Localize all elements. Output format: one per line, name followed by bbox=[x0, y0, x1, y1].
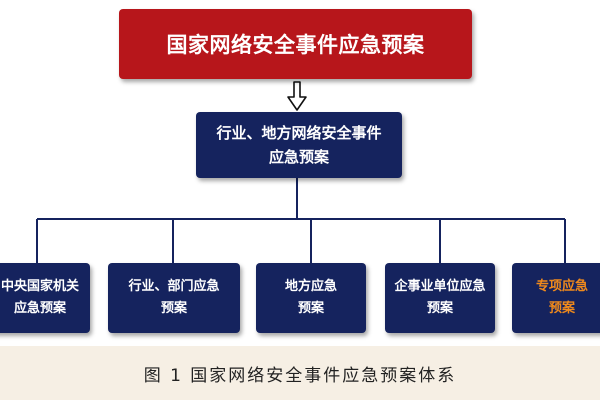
leaf-label-line1: 企事业单位应急 bbox=[394, 279, 486, 294]
enterprise-plan-box: 企事业单位应急 预案 bbox=[385, 263, 495, 333]
national-plan-label: 国家网络安全事件应急预案 bbox=[166, 33, 425, 57]
leaf-label-line2: 预案 bbox=[426, 301, 453, 316]
industry-local-plan-line2: 应急预案 bbox=[268, 148, 329, 166]
industry-local-plan-line1: 行业、地方网络安全事件 bbox=[216, 124, 382, 142]
local-plan-box: 地方应急 预案 bbox=[256, 263, 366, 333]
leaf-label-line2: 预案 bbox=[160, 301, 187, 316]
down-arrow-icon bbox=[287, 81, 307, 111]
leaf-label-line2: 预案 bbox=[297, 301, 324, 316]
industry-department-plan-box: 行业、部门应急 预案 bbox=[108, 263, 240, 333]
leaf-label-line2: 预案 bbox=[548, 301, 575, 316]
central-agency-plan-box: 中央国家机关 应急预案 bbox=[0, 263, 90, 333]
leaf-label-line2: 应急预案 bbox=[13, 301, 66, 316]
special-plan-box: 专项应急 预案 bbox=[512, 263, 600, 333]
caption-band bbox=[0, 346, 600, 400]
national-plan-box: 国家网络安全事件应急预案 bbox=[119, 9, 472, 79]
figure-caption: 图 1 国家网络安全事件应急预案体系 bbox=[143, 366, 457, 386]
leaf-label-line1: 行业、部门应急 bbox=[128, 279, 220, 294]
industry-local-plan-box: 行业、地方网络安全事件 应急预案 bbox=[196, 112, 402, 178]
leaf-label-line1: 地方应急 bbox=[284, 279, 337, 294]
leaf-label-line1: 中央国家机关 bbox=[0, 279, 79, 294]
leaf-label-line1: 专项应急 bbox=[535, 279, 588, 294]
